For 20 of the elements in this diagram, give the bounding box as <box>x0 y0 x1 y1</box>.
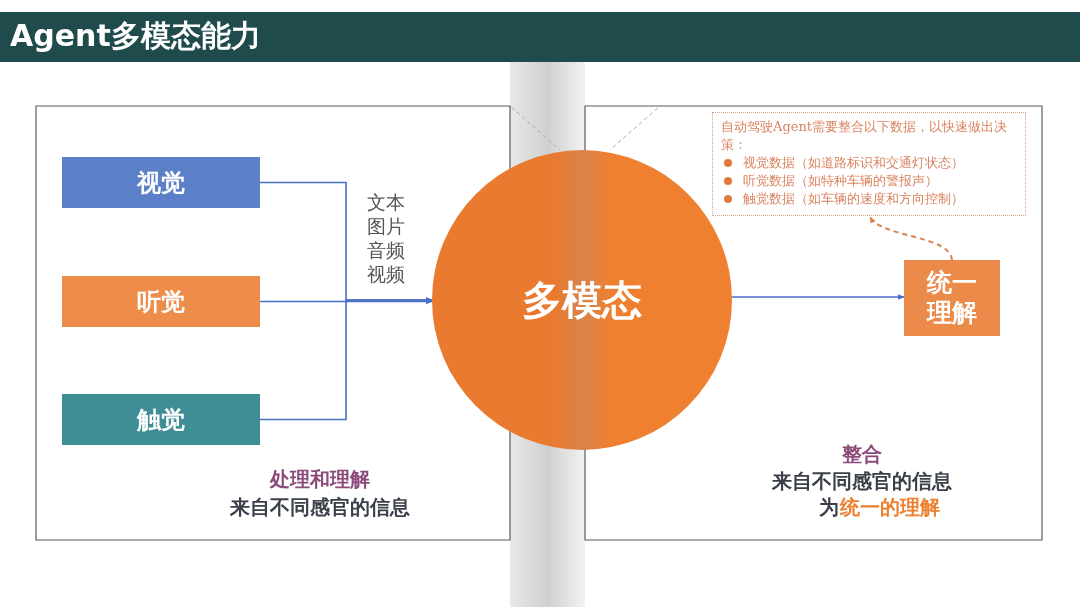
bullet-text: 听觉数据（如特种车辆的警报声） <box>743 173 938 188</box>
edge-label: 文本图片音频视频 <box>366 190 406 286</box>
arrow <box>259 297 433 421</box>
caption-text: 统一的理解 <box>840 494 940 521</box>
bullet-text: 视觉数据（如道路标识和交通灯状态） <box>743 155 964 170</box>
bullet-text: 触觉数据（如车辆的速度和方向控制） <box>743 191 964 206</box>
callout-box <box>712 112 1026 216</box>
dashed-arrow <box>869 216 953 261</box>
arrow <box>259 298 433 305</box>
result-box: 统一理解 <box>904 260 1000 336</box>
caption-text: 整合 <box>842 441 882 468</box>
caption-text: 处理和理解 <box>270 466 370 493</box>
arrow <box>731 294 905 300</box>
caption-text: 来自不同感官的信息 <box>230 494 410 521</box>
sense-box: 听觉 <box>62 276 260 327</box>
title: Agent多模态能力 <box>10 17 261 55</box>
caption-text: 为 <box>819 494 839 521</box>
caption-text: 来自不同感官的信息 <box>772 468 952 495</box>
sense-box: 触觉 <box>62 394 260 445</box>
sense-box: 视觉 <box>62 157 260 208</box>
